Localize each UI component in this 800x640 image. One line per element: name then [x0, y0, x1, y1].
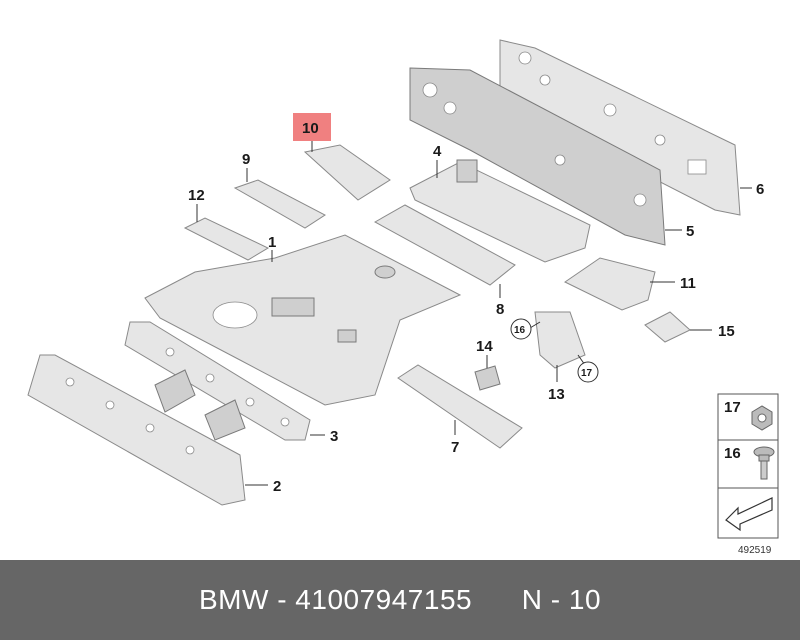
hardware-nut-label: 17	[724, 399, 741, 416]
callout-1: 1	[268, 234, 276, 251]
parts-diagram: 10 9 12 1 4 6 5 8 11 15 3 2 7 14 13 16 1…	[27, 39, 779, 556]
callout-13: 13	[548, 386, 565, 403]
footer-bar: BMW - 41007947155 N - 10	[0, 560, 800, 640]
part-5-cross-member	[409, 67, 666, 246]
part-4-rear-floor	[409, 159, 591, 263]
callout-11: 11	[680, 275, 696, 292]
highlight-box-10	[293, 113, 331, 141]
callout-8: 8	[496, 301, 504, 318]
hardware-bolt-label: 16	[724, 445, 741, 462]
callout-14: 14	[476, 338, 493, 355]
callout-7: 7	[451, 439, 459, 456]
callout-circle-17	[577, 361, 599, 383]
callout-12: 12	[188, 187, 205, 204]
part-14-bracket	[474, 365, 501, 391]
callout-15: 15	[718, 323, 735, 340]
arrow-icon	[725, 497, 773, 532]
callout-circle-16	[510, 318, 532, 340]
callout-6: 6	[756, 181, 764, 198]
part-8-channel	[373, 204, 516, 286]
part-12-plate	[183, 217, 270, 261]
callout-2: 2	[273, 478, 281, 495]
part-10-bracket	[303, 144, 391, 201]
hardware-legend: 17 16 492519	[717, 393, 779, 556]
part-7-rail	[397, 364, 523, 449]
bolt-icon	[753, 446, 775, 480]
callout-10: 10	[302, 120, 319, 137]
part-11-panel	[564, 257, 656, 311]
part-2-sill	[27, 354, 246, 506]
part-3-cross-member	[124, 321, 311, 441]
callout-17: 17	[581, 368, 593, 379]
callout-3: 3	[330, 428, 338, 445]
callout-16: 16	[514, 325, 526, 336]
part-1-main-floor	[144, 234, 462, 406]
part-13-bracket	[534, 311, 586, 369]
nut-icon	[751, 405, 773, 431]
footer-text: BMW - 41007947155 N - 10	[198, 584, 602, 615]
callout-9: 9	[242, 151, 250, 168]
reference-number: 492519	[738, 545, 772, 556]
part-9-bracket	[233, 179, 326, 229]
part-15-bracket	[644, 311, 691, 343]
callout-4: 4	[433, 143, 442, 160]
callout-5: 5	[686, 223, 694, 240]
